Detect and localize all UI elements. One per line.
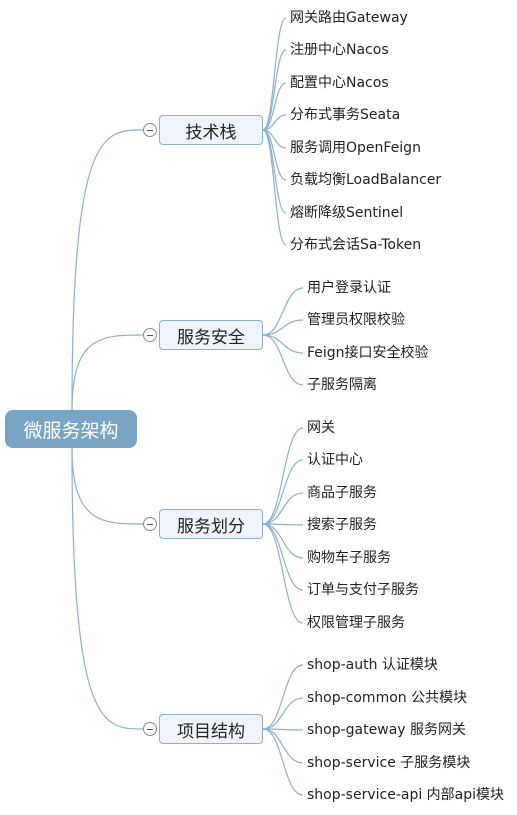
leaf-seata[interactable]: 分布式事务Seata bbox=[290, 107, 401, 123]
branch-2-to-leaf-line-6 bbox=[262, 523, 304, 624]
root-to-branch-line-2 bbox=[71, 447, 144, 525]
leaf-cart-service[interactable]: 购物车子服务 bbox=[307, 550, 391, 566]
branch-2-to-leaf-line-2 bbox=[262, 492, 304, 525]
leaf-auth-center[interactable]: 认证中心 bbox=[307, 452, 363, 468]
leaf-subservice-isolation[interactable]: 子服务隔离 bbox=[307, 377, 377, 393]
branch-1-to-leaf-line-0 bbox=[262, 287, 304, 336]
branch-0-to-leaf-line-0 bbox=[262, 17, 287, 131]
branch-2-to-leaf-line-4 bbox=[262, 523, 304, 559]
collapse-toggle-tech-stack[interactable] bbox=[143, 123, 157, 137]
branch-node-project-structure[interactable]: 项目结构 bbox=[159, 714, 263, 744]
leaf-permission-service[interactable]: 权限管理子服务 bbox=[307, 615, 405, 631]
branch-2-to-leaf-line-1 bbox=[262, 459, 304, 525]
leaf-nacos-registry[interactable]: 注册中心Nacos bbox=[290, 42, 389, 58]
leaf-shop-auth[interactable]: shop-auth 认证模块 bbox=[307, 657, 438, 673]
branch-0-to-leaf-line-2 bbox=[262, 82, 287, 131]
branch-3-to-leaf-line-3 bbox=[262, 728, 304, 764]
leaf-product-service[interactable]: 商品子服务 bbox=[307, 485, 377, 501]
branch-0-to-leaf-line-1 bbox=[262, 49, 287, 131]
root-to-branch-line-0 bbox=[71, 129, 144, 411]
branch-node-tech-stack[interactable]: 技术栈 bbox=[159, 115, 263, 145]
branch-0-to-leaf-line-7 bbox=[262, 129, 287, 246]
leaf-loadbalancer[interactable]: 负载均衡LoadBalancer bbox=[290, 172, 442, 188]
leaf-shop-service-api[interactable]: shop-service-api 内部api模块 bbox=[307, 787, 505, 803]
leaf-user-login-auth[interactable]: 用户登录认证 bbox=[307, 280, 391, 296]
branch-1-to-leaf-line-3 bbox=[262, 334, 304, 386]
branch-3-to-leaf-line-4 bbox=[262, 728, 304, 796]
leaf-shop-gateway[interactable]: shop-gateway 服务网关 bbox=[307, 722, 467, 738]
branch-0-to-leaf-line-6 bbox=[262, 129, 287, 214]
leaf-gateway-service[interactable]: 网关 bbox=[307, 420, 335, 436]
collapse-toggle-service-division[interactable] bbox=[143, 517, 157, 531]
leaf-openfeign[interactable]: 服务调用OpenFeign bbox=[290, 140, 421, 156]
root-to-branch-line-1 bbox=[71, 334, 144, 411]
leaf-sa-token[interactable]: 分布式会话Sa-Token bbox=[290, 237, 422, 253]
leaf-shop-service[interactable]: shop-service 子服务模块 bbox=[307, 755, 471, 771]
collapse-toggle-service-security[interactable] bbox=[143, 328, 157, 342]
branch-3-to-leaf-line-1 bbox=[262, 697, 304, 730]
branch-2-to-leaf-line-0 bbox=[262, 427, 304, 525]
branch-1-to-leaf-line-1 bbox=[262, 319, 304, 336]
root-to-branch-line-3 bbox=[71, 447, 144, 730]
leaf-gateway[interactable]: 网关路由Gateway bbox=[290, 10, 408, 26]
branch-3-to-leaf-line-0 bbox=[262, 664, 304, 730]
leaf-order-payment-service[interactable]: 订单与支付子服务 bbox=[307, 582, 419, 598]
leaf-shop-common[interactable]: shop-common 公共模块 bbox=[307, 690, 468, 706]
collapse-toggle-project-structure[interactable] bbox=[143, 722, 157, 736]
branch-1-to-leaf-line-2 bbox=[262, 334, 304, 354]
branch-node-service-division[interactable]: 服务划分 bbox=[159, 509, 263, 539]
root-node[interactable]: 微服务架构 bbox=[5, 410, 137, 448]
leaf-feign-security-check[interactable]: Feign接口安全校验 bbox=[307, 345, 429, 361]
branch-node-service-security[interactable]: 服务安全 bbox=[159, 320, 263, 350]
leaf-search-service[interactable]: 搜索子服务 bbox=[307, 517, 377, 533]
leaf-nacos-config[interactable]: 配置中心Nacos bbox=[290, 75, 389, 91]
leaf-admin-permission-check[interactable]: 管理员权限校验 bbox=[307, 312, 405, 328]
leaf-sentinel[interactable]: 熔断降级Sentinel bbox=[290, 205, 404, 221]
branch-0-to-leaf-line-3 bbox=[262, 114, 287, 131]
